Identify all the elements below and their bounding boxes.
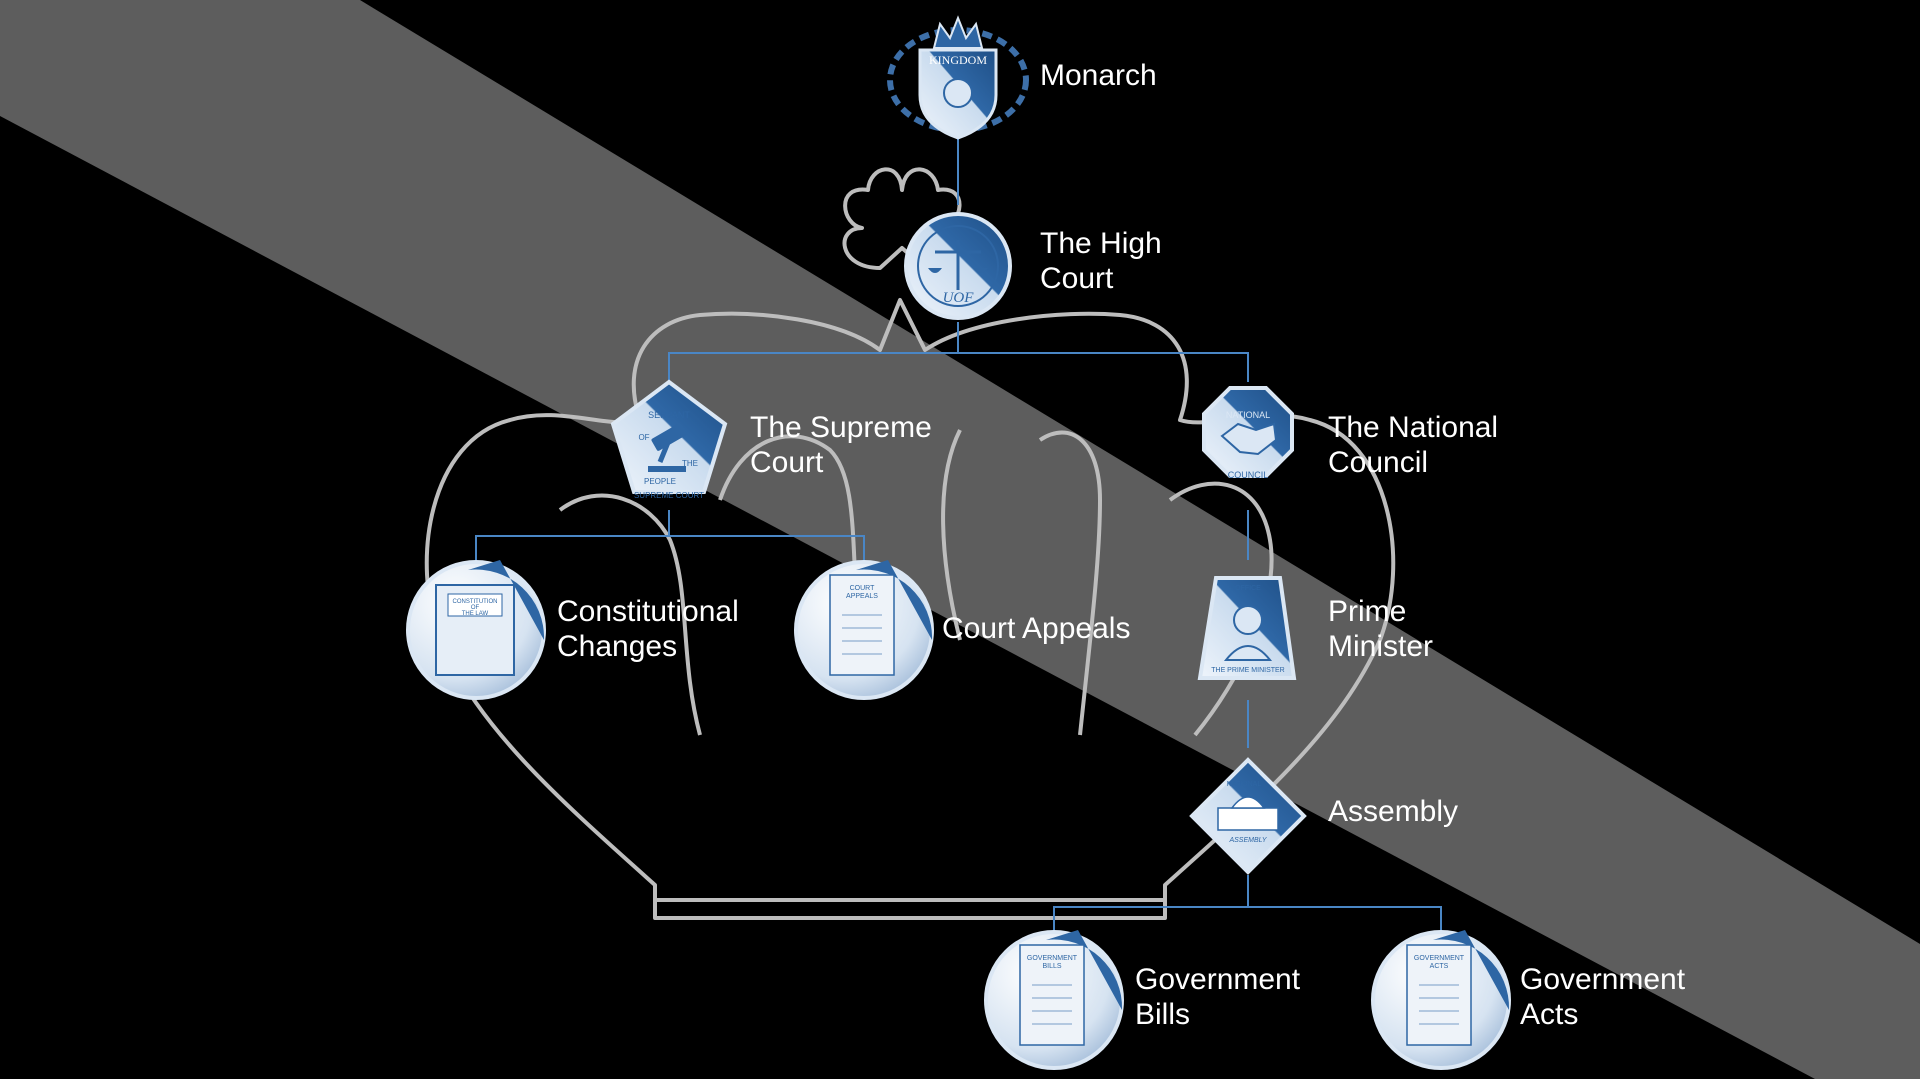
assembly-label: Assembly bbox=[1328, 794, 1458, 829]
supreme-court-label-line-2: Court bbox=[750, 446, 824, 479]
high-court-label-line-1: The High bbox=[1040, 227, 1162, 260]
supreme-court-label: The Supreme Court bbox=[750, 410, 932, 480]
prime-minister-label-line-1: Prime bbox=[1328, 595, 1407, 628]
national-council-label-line-2: Council bbox=[1328, 446, 1429, 479]
court-appeals-label-line-1: Court Appeals bbox=[942, 612, 1131, 645]
supreme-court-emblem-text-5: SUPREME COURT bbox=[634, 491, 704, 500]
national-council-label: The National Council bbox=[1328, 410, 1498, 480]
supreme-court-label-line-1: The Supreme bbox=[750, 411, 932, 444]
constitutional-changes-label-line-2: Changes bbox=[557, 630, 678, 663]
supreme-court-emblem-text-4: PEOPLE bbox=[644, 477, 676, 486]
high-court-emblem-text: UOF bbox=[943, 290, 975, 306]
assembly-node: NATIONAL ASSEMBLY bbox=[1189, 757, 1307, 875]
supreme-court-emblem-text-1: SERVANT bbox=[648, 410, 690, 420]
prime-minister-label: Prime Minister bbox=[1328, 594, 1433, 664]
assembly-label-line-1: Assembly bbox=[1328, 795, 1459, 828]
capitol-building-icon: NATIONAL ASSEMBLY bbox=[1189, 757, 1307, 875]
scroll-icon: GOVERNMENT BILLS bbox=[984, 930, 1124, 1070]
gavel-icon: SERVANT OF THE PEOPLE SUPREME COURT bbox=[610, 379, 728, 500]
acts-emblem-text-2: ACTS bbox=[1430, 963, 1449, 970]
court-appeals-emblem-text-2: APPEALS bbox=[846, 593, 878, 600]
court-appeals-label: Court Appeals bbox=[942, 611, 1130, 646]
crown-outline bbox=[424, 167, 1396, 920]
book-icon: CONSTITUTION OF THE LAW bbox=[406, 560, 546, 700]
government-acts-label: Government Acts bbox=[1520, 962, 1685, 1032]
prime-minister-emblem-text-2: THE PRIME MINISTER bbox=[1211, 667, 1285, 674]
government-bills-label-line-2: Bills bbox=[1135, 998, 1191, 1031]
government-acts-label-line-2: Acts bbox=[1520, 998, 1579, 1031]
supreme-court-emblem-text-2: OF bbox=[638, 433, 649, 442]
book-emblem-text-1: CONSTITUTION bbox=[453, 599, 498, 605]
high-court-node: UOF bbox=[904, 212, 1012, 320]
supreme-court-node: SERVANT OF THE PEOPLE SUPREME COURT bbox=[610, 379, 728, 500]
acts-emblem-text-1: GOVERNMENT bbox=[1414, 955, 1465, 962]
connector-lines bbox=[475, 128, 1442, 935]
handshake-icon: NATIONAL COUNCIL bbox=[1202, 386, 1294, 480]
constitutional-changes-label: Constitutional Changes bbox=[557, 594, 739, 664]
scroll-icon: GOVERNMENT ACTS bbox=[1371, 930, 1511, 1070]
high-court-label: The High Court bbox=[1040, 226, 1162, 296]
prime-minister-emblem-text-1: OFFICE bbox=[1235, 585, 1261, 592]
monarch-label: Monarch bbox=[1040, 58, 1157, 93]
government-bills-label: Government Bills bbox=[1135, 962, 1300, 1032]
book-emblem-text-3: THE LAW bbox=[462, 611, 489, 617]
supreme-court-emblem-text-3: THE bbox=[682, 459, 698, 468]
bills-emblem-text-2: BILLS bbox=[1042, 963, 1061, 970]
court-appeals-node: COURT APPEALS bbox=[794, 560, 934, 700]
national-council-emblem-text-2: COUNCIL bbox=[1228, 470, 1269, 480]
government-acts-label-line-1: Government bbox=[1520, 963, 1686, 996]
prime-minister-node: OFFICE THE PRIME MINISTER bbox=[1197, 576, 1297, 680]
national-council-node: NATIONAL COUNCIL bbox=[1202, 386, 1294, 480]
book-emblem-text-2: OF bbox=[471, 605, 480, 611]
court-appeals-emblem-text-1: COURT bbox=[850, 585, 875, 592]
government-acts-node: GOVERNMENT ACTS bbox=[1371, 930, 1511, 1070]
constitutional-changes-node: CONSTITUTION OF THE LAW bbox=[406, 560, 546, 700]
scales-of-justice-icon: UOF bbox=[904, 212, 1012, 320]
minister-portrait-icon: OFFICE THE PRIME MINISTER bbox=[1197, 576, 1297, 680]
monarch-node: KINGDOM bbox=[887, 15, 1029, 140]
government-bills-label-line-1: Government bbox=[1135, 963, 1301, 996]
scroll-icon: COURT APPEALS bbox=[794, 560, 934, 700]
national-council-emblem-text-1: NATIONAL bbox=[1226, 410, 1270, 420]
high-court-label-line-2: Court bbox=[1040, 262, 1114, 295]
national-council-label-line-1: The National bbox=[1328, 411, 1499, 444]
prime-minister-label-line-2: Minister bbox=[1328, 630, 1434, 663]
bills-emblem-text-1: GOVERNMENT bbox=[1027, 955, 1078, 962]
assembly-emblem-text-2: ASSEMBLY bbox=[1228, 837, 1267, 844]
government-bills-node: GOVERNMENT BILLS bbox=[984, 930, 1124, 1070]
monarch-emblem-text: KINGDOM bbox=[929, 53, 987, 67]
constitutional-changes-label-line-1: Constitutional bbox=[557, 595, 739, 628]
royal-crest-icon: KINGDOM bbox=[887, 15, 1029, 140]
assembly-emblem-text-1: NATIONAL bbox=[1227, 781, 1262, 788]
monarch-label-line-1: Monarch bbox=[1040, 59, 1157, 92]
